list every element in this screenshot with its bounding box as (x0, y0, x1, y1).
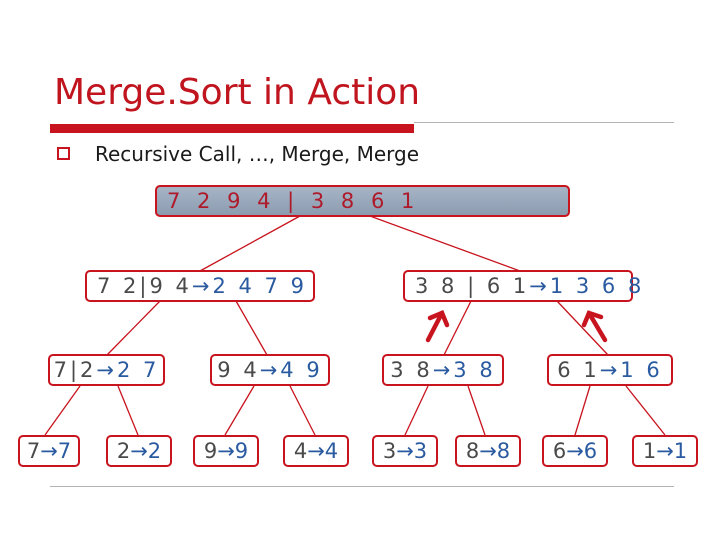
node-output: 3 (413, 439, 428, 463)
node-output: 2 (147, 439, 162, 463)
node-arrow: → (396, 439, 414, 463)
node-output: 4 9 (280, 358, 323, 382)
node-input: 4 (293, 439, 308, 463)
merge-arrow-left-head (427, 310, 450, 328)
node-output: 2 4 7 9 (212, 274, 307, 298)
tree-node-l2-2: 9 4 → 4 9 (210, 354, 330, 386)
node-arrow: → (40, 439, 58, 463)
tree-leaf-1: 7→7 (18, 435, 80, 467)
root-label: 7 2 9 4 | 3 8 6 1 (167, 189, 420, 213)
edge-l2b-right (289, 385, 316, 436)
node-input: 2 (116, 439, 131, 463)
node-input: 6 (552, 439, 567, 463)
tree-node-l2-4: 6 1 → 1 6 (547, 354, 673, 386)
tree-node-l2-1: 7|2 → 2 7 (48, 354, 165, 386)
tree-leaf-5: 3→3 (372, 435, 438, 467)
bullet-text: Recursive Call, …, Merge, Merge (95, 142, 420, 166)
node-input: 3 (382, 439, 397, 463)
node-arrow: → (191, 274, 213, 298)
tree-leaf-7: 6→6 (542, 435, 608, 467)
tree-node-l1-right: 3 8 | 6 1 → 1 3 6 8 (403, 270, 641, 302)
tree-leaf-6: 8→8 (455, 435, 521, 467)
node-arrow: → (217, 439, 235, 463)
edge-l2c-left (404, 385, 429, 436)
node-arrow: → (599, 358, 621, 382)
edge-l1b-right (556, 300, 609, 356)
tree-leaf-2: 2→2 (106, 435, 172, 467)
tree-leaf-4: 4→4 (283, 435, 349, 467)
tree-root-node: 7 2 9 4 | 3 8 6 1 (155, 185, 570, 217)
merge-arrow-right-head (581, 310, 604, 328)
edge-l2d-left (574, 385, 591, 436)
node-arrow: → (529, 274, 550, 298)
edge-l2a-right (117, 385, 139, 436)
edge-l2c-right (467, 385, 486, 436)
node-arrow: → (130, 439, 148, 463)
node-input: 9 (203, 439, 218, 463)
node-output: 6 (583, 439, 598, 463)
tree-node-l2-3: 3 8 → 3 8 (382, 354, 504, 386)
node-output: 9 (234, 439, 249, 463)
node-input: 7 2|9 4 (97, 274, 192, 298)
node-input: 7|2 (53, 358, 97, 382)
node-arrow: → (307, 439, 325, 463)
node-input: 1 (642, 439, 657, 463)
node-output: 3 8 (453, 358, 496, 382)
node-output: 8 (496, 439, 511, 463)
edge-root-right (369, 215, 521, 272)
tree-node-l1-left: 7 2|9 4 → 2 4 7 9 (85, 270, 315, 302)
node-arrow: → (479, 439, 497, 463)
node-input: 8 (465, 439, 480, 463)
tree-leaf-3: 9→9 (193, 435, 259, 467)
edge-l2a-left (44, 385, 81, 436)
slide-footer-rule (50, 486, 674, 487)
edge-root-left (199, 215, 301, 272)
node-input: 3 8 (390, 358, 433, 382)
bullet-square-icon (57, 147, 70, 160)
node-input: 3 8 | 6 1 (415, 274, 530, 298)
node-input: 6 1 (557, 358, 600, 382)
title-underline-accent (50, 124, 414, 133)
node-output: 1 (673, 439, 688, 463)
edge-l1a-right (235, 300, 268, 356)
merge-arrow-right-shaft (586, 310, 608, 343)
node-arrow: → (566, 439, 584, 463)
node-arrow: → (259, 358, 281, 382)
node-arrow: → (432, 358, 454, 382)
node-output: 4 (324, 439, 339, 463)
node-input: 9 4 (217, 358, 260, 382)
node-arrow: → (656, 439, 674, 463)
node-output: 2 7 (117, 358, 160, 382)
merge-arrow-left-shaft (425, 310, 445, 343)
edge-l2b-left (224, 385, 255, 436)
slide-title: Merge.Sort in Action (54, 72, 421, 113)
node-input: 7 (26, 439, 41, 463)
node-output: 1 6 (620, 358, 663, 382)
node-output: 1 3 6 8 (549, 274, 645, 298)
tree-leaf-8: 1→1 (632, 435, 698, 467)
edge-l1a-left (106, 300, 161, 356)
node-output: 7 (57, 439, 72, 463)
title-underline-rule (414, 122, 674, 123)
edge-l1b-left (443, 300, 472, 356)
edge-l2d-right (625, 385, 666, 436)
node-arrow: → (96, 358, 117, 382)
